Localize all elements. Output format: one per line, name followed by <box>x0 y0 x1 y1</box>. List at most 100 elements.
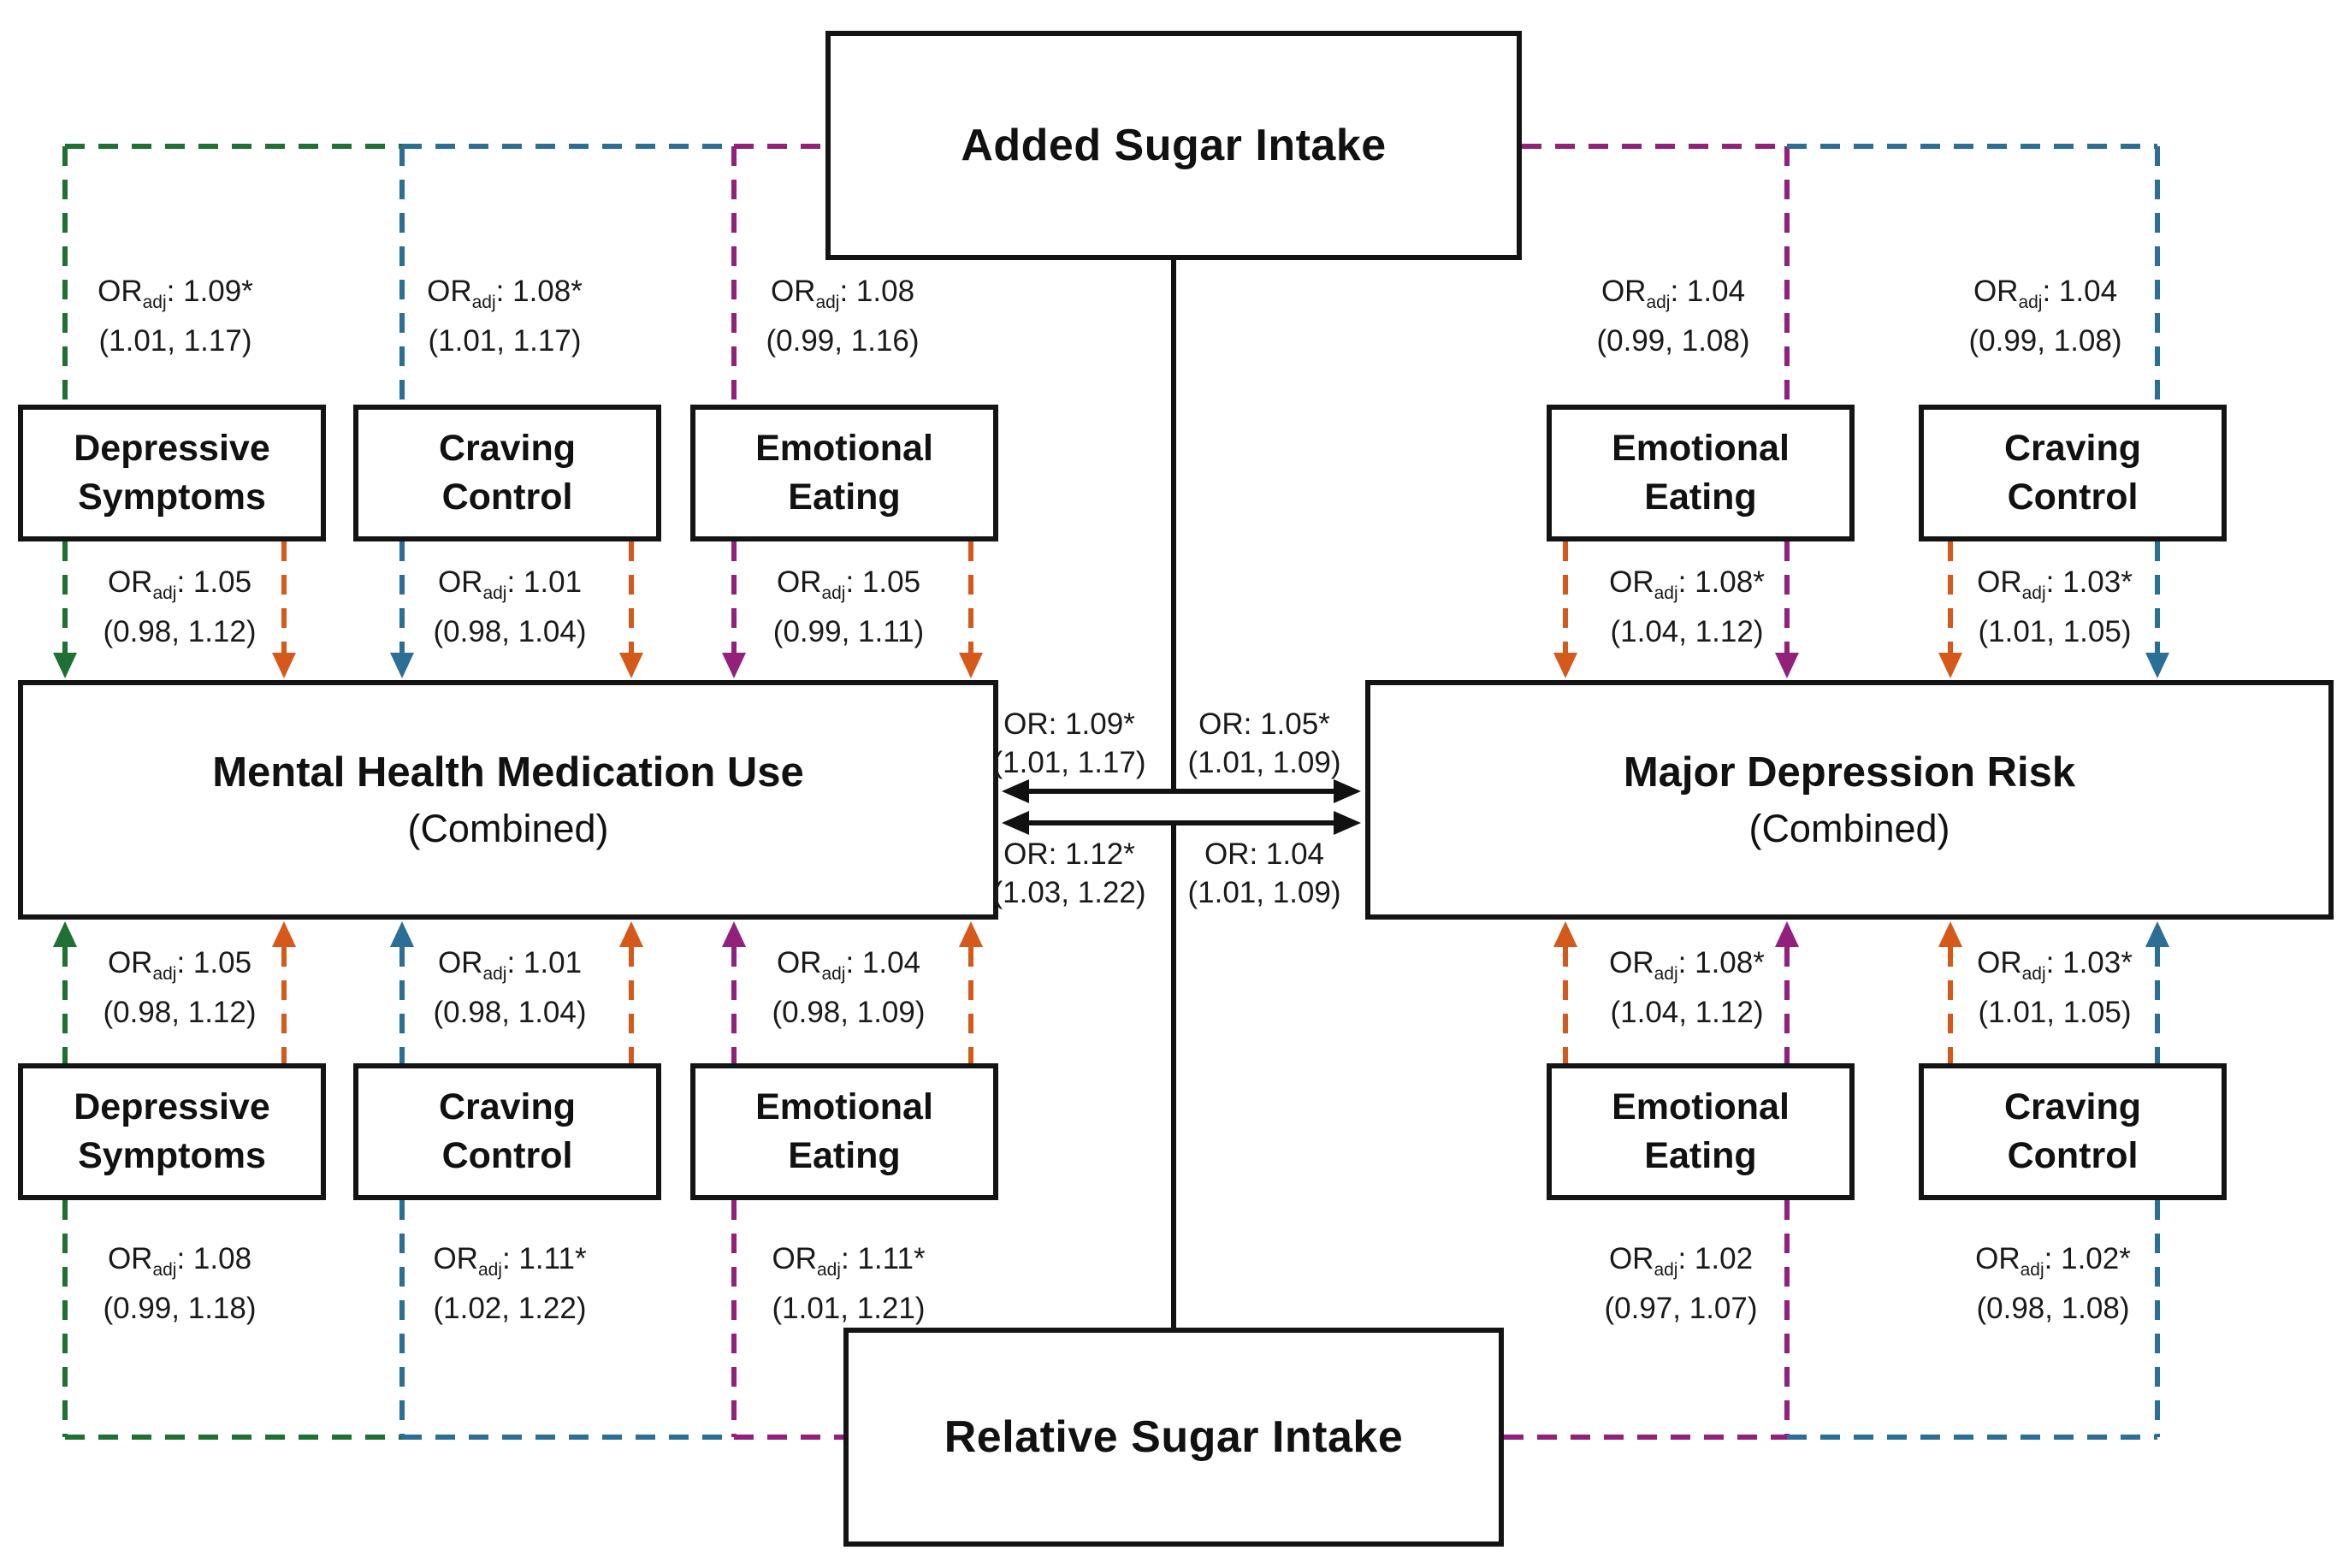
or-value: ORadj: 1.05 <box>776 565 921 603</box>
or-value: ORadj: 1.01 <box>437 565 583 603</box>
path-label-added-sugar-to-depressive-symptoms: ORadj: 1.09* (1.01, 1.17) <box>98 272 253 360</box>
or-value: ORadj: 1.09* <box>98 275 253 312</box>
or-value: ORadj: 1.05 <box>107 946 252 984</box>
ci-value: (0.97, 1.07) <box>1604 1292 1758 1325</box>
blue-craving-control-left-paths <box>390 144 734 1440</box>
or-value: ORadj: 1.08 <box>107 1242 252 1280</box>
path-label-added-sugar-to-emotional-eating: ORadj: 1.08 (0.99, 1.16) <box>766 272 920 360</box>
ci-value: (1.02, 1.22) <box>433 1292 587 1325</box>
path-label-craving-control-to-depression-top: ORadj: 1.03* (1.01, 1.05) <box>1977 563 2133 651</box>
mediator-emotional-eating-bottom-right: Emotional Eating <box>1547 1063 1855 1200</box>
ci-value: (0.99, 1.08) <box>1968 324 2122 358</box>
relative-sugar-intake-box: Relative Sugar Intake <box>843 1328 1504 1547</box>
ci-value: (1.01, 1.21) <box>772 1292 926 1325</box>
mediator-depressive-symptoms-top-left: Depressive Symptoms <box>18 405 326 541</box>
ci-value: (0.99, 1.16) <box>766 324 920 358</box>
arrowhead-up-icon <box>959 921 983 947</box>
arrowhead-down-icon <box>1938 653 1962 678</box>
or-value: ORadj: 1.02* <box>1975 1242 2131 1280</box>
or-value: ORadj: 1.02 <box>1608 1242 1754 1280</box>
ci-value: (0.98, 1.04) <box>433 996 587 1029</box>
arrowhead-up-icon <box>390 921 414 947</box>
ci-value: (1.01, 1.09) <box>1187 876 1341 909</box>
path-label-added-sugar-to-medication-use: OR: 1.09* (1.01, 1.17) <box>993 705 1146 782</box>
center-direct-effect-paths <box>1002 257 1361 1331</box>
path-label-craving-control-to-depression-bottom: ORadj: 1.03* (1.01, 1.05) <box>1977 944 2133 1032</box>
path-label-relative-sugar-to-depression-risk: OR: 1.04 (1.01, 1.09) <box>1188 835 1341 912</box>
path-label-emotional-eating-to-medication-bottom: ORadj: 1.04 (0.98, 1.09) <box>772 944 926 1032</box>
or-value: ORadj: 1.03* <box>1977 565 2133 603</box>
ci-value: (1.04, 1.12) <box>1610 996 1764 1029</box>
purple-emotional-eating-left-paths <box>722 144 843 1440</box>
ci-value: (0.99, 1.08) <box>1596 324 1750 358</box>
arrowhead-down-icon <box>390 653 414 678</box>
mediator-depressive-symptoms-bottom-left: Depressive Symptoms <box>18 1063 326 1200</box>
or-value: ORadj: 1.03* <box>1977 946 2133 984</box>
ci-value: (1.01, 1.17) <box>428 324 582 358</box>
path-label-relative-sugar-to-medication-use: OR: 1.12* (1.03, 1.22) <box>993 835 1146 912</box>
path-label-added-sugar-to-emotional-eating-right: ORadj: 1.04 (0.99, 1.08) <box>1597 272 1750 360</box>
arrowhead-down-icon <box>619 653 643 678</box>
or-value: ORadj: 1.08 <box>770 275 915 312</box>
path-label-relative-sugar-to-depressive-symptoms: ORadj: 1.08 (0.99, 1.18) <box>104 1240 257 1328</box>
arrowhead-down-icon <box>2145 653 2169 678</box>
mediator-craving-control-bottom-left: Craving Control <box>353 1063 661 1200</box>
arrowhead-up-icon <box>1553 921 1577 947</box>
purple-emotional-eating-right-paths <box>1504 144 1799 1440</box>
arrowhead-down-icon <box>1553 653 1577 678</box>
ci-value: (0.98, 1.08) <box>1976 1292 2130 1325</box>
or-value: OR: 1.04 <box>1204 837 1325 871</box>
ci-value: (0.98, 1.12) <box>103 996 257 1029</box>
mediator-craving-control-top-right: Craving Control <box>1919 405 2227 541</box>
or-value: ORadj: 1.04 <box>1973 275 2118 312</box>
box-subtitle: (Combined) <box>1748 807 1950 850</box>
arrowhead-up-icon <box>272 921 296 947</box>
path-label-relative-sugar-to-craving-control-right: ORadj: 1.02* (0.98, 1.08) <box>1975 1240 2131 1328</box>
ci-value: (1.01, 1.05) <box>1978 996 2132 1029</box>
path-label-added-sugar-to-craving-control-right: ORadj: 1.04 (0.99, 1.08) <box>1969 272 2122 360</box>
or-value: ORadj: 1.08* <box>427 275 583 312</box>
arrowhead-right-icon <box>1334 779 1361 803</box>
medication-use-box: Mental Health Medication Use (Combined) <box>18 680 998 920</box>
path-label-emotional-eating-to-medication-top: ORadj: 1.05 (0.99, 1.11) <box>773 563 924 651</box>
path-label-added-sugar-to-craving-control: ORadj: 1.08* (1.01, 1.17) <box>427 272 583 360</box>
arrowhead-up-icon <box>722 921 746 947</box>
arrowhead-up-icon <box>619 921 643 947</box>
path-label-emotional-eating-to-depression-bottom: ORadj: 1.08* (1.04, 1.12) <box>1609 944 1765 1032</box>
ci-value: (1.01, 1.05) <box>1978 615 2132 648</box>
path-label-depressive-symptoms-to-medication-bottom: ORadj: 1.05 (0.98, 1.12) <box>104 944 257 1032</box>
or-value: OR: 1.05* <box>1198 707 1330 741</box>
arrowhead-left-icon <box>1002 811 1029 835</box>
arrowhead-left-icon <box>1002 779 1029 803</box>
blue-craving-control-right-paths <box>1787 144 2169 1440</box>
box-subtitle: (Combined) <box>407 807 609 850</box>
path-label-depressive-symptoms-to-medication-top: ORadj: 1.05 (0.98, 1.12) <box>104 563 257 651</box>
or-value: ORadj: 1.08* <box>1609 946 1765 984</box>
green-depressive-symptoms-paths <box>53 144 402 1440</box>
arrowhead-down-icon <box>1775 653 1799 678</box>
ci-value: (0.99, 1.18) <box>103 1292 257 1325</box>
or-value: ORadj: 1.04 <box>1600 275 1746 312</box>
ci-value: (1.01, 1.17) <box>992 746 1146 779</box>
box-title: Major Depression Risk <box>1623 749 2076 796</box>
ci-value: (0.99, 1.11) <box>772 615 925 648</box>
path-label-relative-sugar-to-craving-control: ORadj: 1.11* (1.02, 1.22) <box>433 1240 586 1328</box>
mediator-emotional-eating-bottom-left: Emotional Eating <box>690 1063 998 1200</box>
arrowhead-down-icon <box>53 653 77 678</box>
or-value: ORadj: 1.11* <box>433 1242 587 1280</box>
mediator-emotional-eating-top-left: Emotional Eating <box>690 405 998 541</box>
arrowhead-up-icon <box>53 921 77 947</box>
or-value: OR: 1.09* <box>1003 707 1135 741</box>
or-value: ORadj: 1.11* <box>772 1242 926 1280</box>
path-label-craving-control-to-medication-top: ORadj: 1.01 (0.98, 1.04) <box>434 563 587 651</box>
ci-value: (1.04, 1.12) <box>1610 615 1764 648</box>
path-label-relative-sugar-to-emotional-eating-right: ORadj: 1.02 (0.97, 1.07) <box>1605 1240 1758 1328</box>
box-label: Relative Sugar Intake <box>944 1412 1404 1462</box>
ci-value: (1.01, 1.09) <box>1187 746 1341 779</box>
arrowhead-up-icon <box>1938 921 1962 947</box>
mediator-craving-control-top-left: Craving Control <box>353 405 661 541</box>
path-label-added-sugar-to-depression-risk: OR: 1.05* (1.01, 1.09) <box>1188 705 1341 782</box>
path-label-emotional-eating-to-depression-top: ORadj: 1.08* (1.04, 1.12) <box>1609 563 1765 651</box>
